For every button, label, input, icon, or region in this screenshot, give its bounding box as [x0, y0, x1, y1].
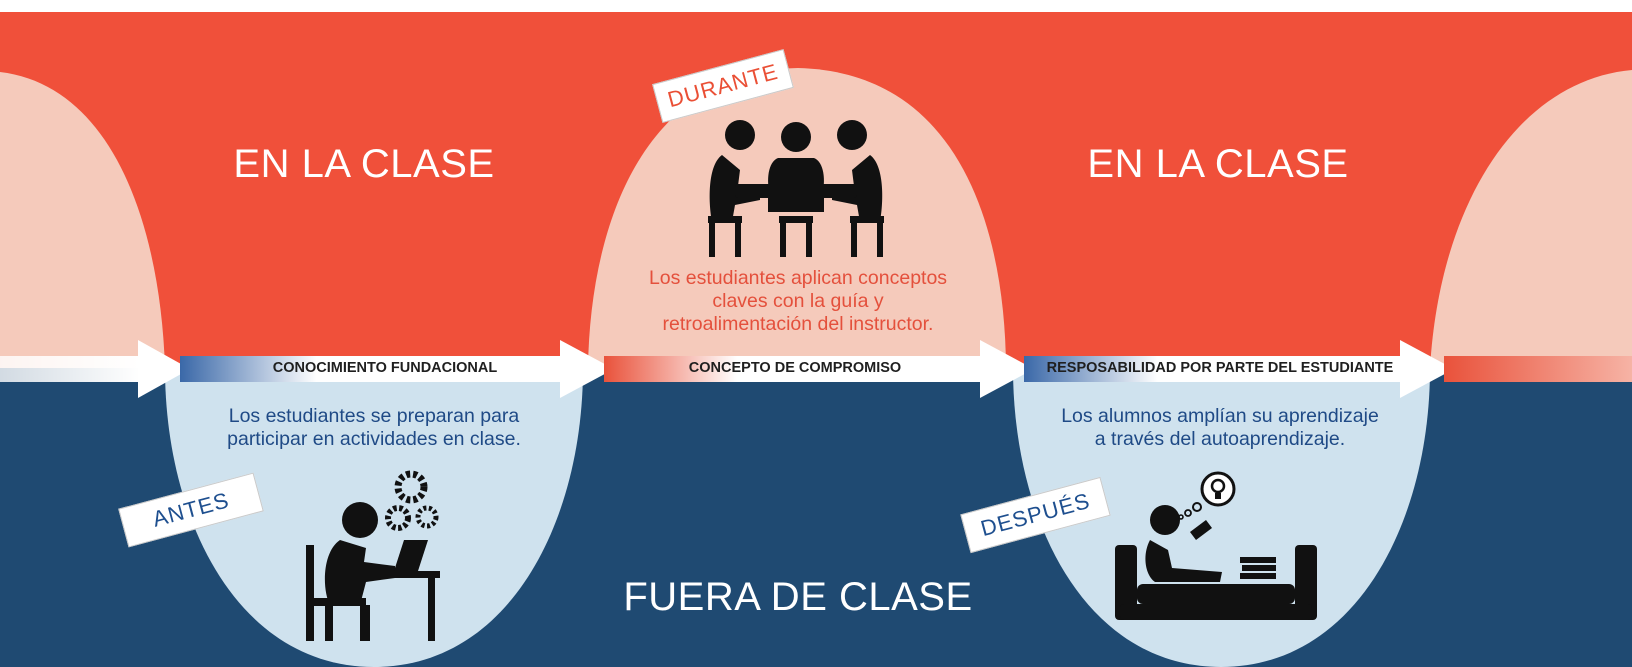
arrow-head-3 [980, 340, 1034, 398]
group-table-icon [708, 120, 884, 257]
despues-description-line: a través del autoaprendizaje. [1094, 428, 1346, 450]
out-of-class-title: FUERA DE CLASE [623, 575, 973, 619]
durante-description: Los estudiantes aplican conceptos claves… [608, 267, 988, 336]
arrow-head-2 [560, 340, 614, 398]
arrow-band-start [0, 356, 140, 382]
arrow-1 [180, 356, 570, 382]
durante-description-line: Los estudiantes aplican conceptos [648, 267, 948, 289]
antes-description-line: participar en actividades en clase. [227, 428, 521, 450]
despues-description: Los alumnos amplían su aprendizaje a tra… [1030, 405, 1410, 451]
durante-description-line: retroalimentación del instructor. [662, 313, 934, 335]
arrow-3 [1024, 356, 1406, 382]
arrow-label-conocimiento: CONOCIMIENTO FUNDACIONAL [272, 360, 498, 376]
arrow-label-responsabilidad: RESPOSABILIDAD POR PARTE DEL ESTUDIANTE [1046, 360, 1394, 376]
arrow-head-4 [1400, 340, 1454, 398]
despues-description-line: Los alumnos amplían su aprendizaje [1061, 405, 1379, 427]
arrow-head-1 [138, 340, 190, 398]
right-edge-bubble [1430, 70, 1632, 368]
reading-lightbulb-icon [1115, 471, 1317, 620]
antes-description-line: Los estudiantes se preparan para [228, 405, 520, 427]
arrow-2 [604, 356, 984, 382]
in-class-title-left: EN LA CLASE [233, 142, 495, 186]
left-edge-bubble [0, 72, 165, 368]
arrow-label-compromiso: CONCEPTO DE COMPROMISO [688, 360, 902, 376]
in-class-title-right: EN LA CLASE [1087, 142, 1349, 186]
student-laptop-gears-icon [306, 470, 440, 641]
antes-description: Los estudiantes se preparan para partici… [184, 405, 564, 451]
durante-description-line: claves con la guía y [712, 290, 884, 312]
arrow-band-end [1444, 356, 1632, 382]
